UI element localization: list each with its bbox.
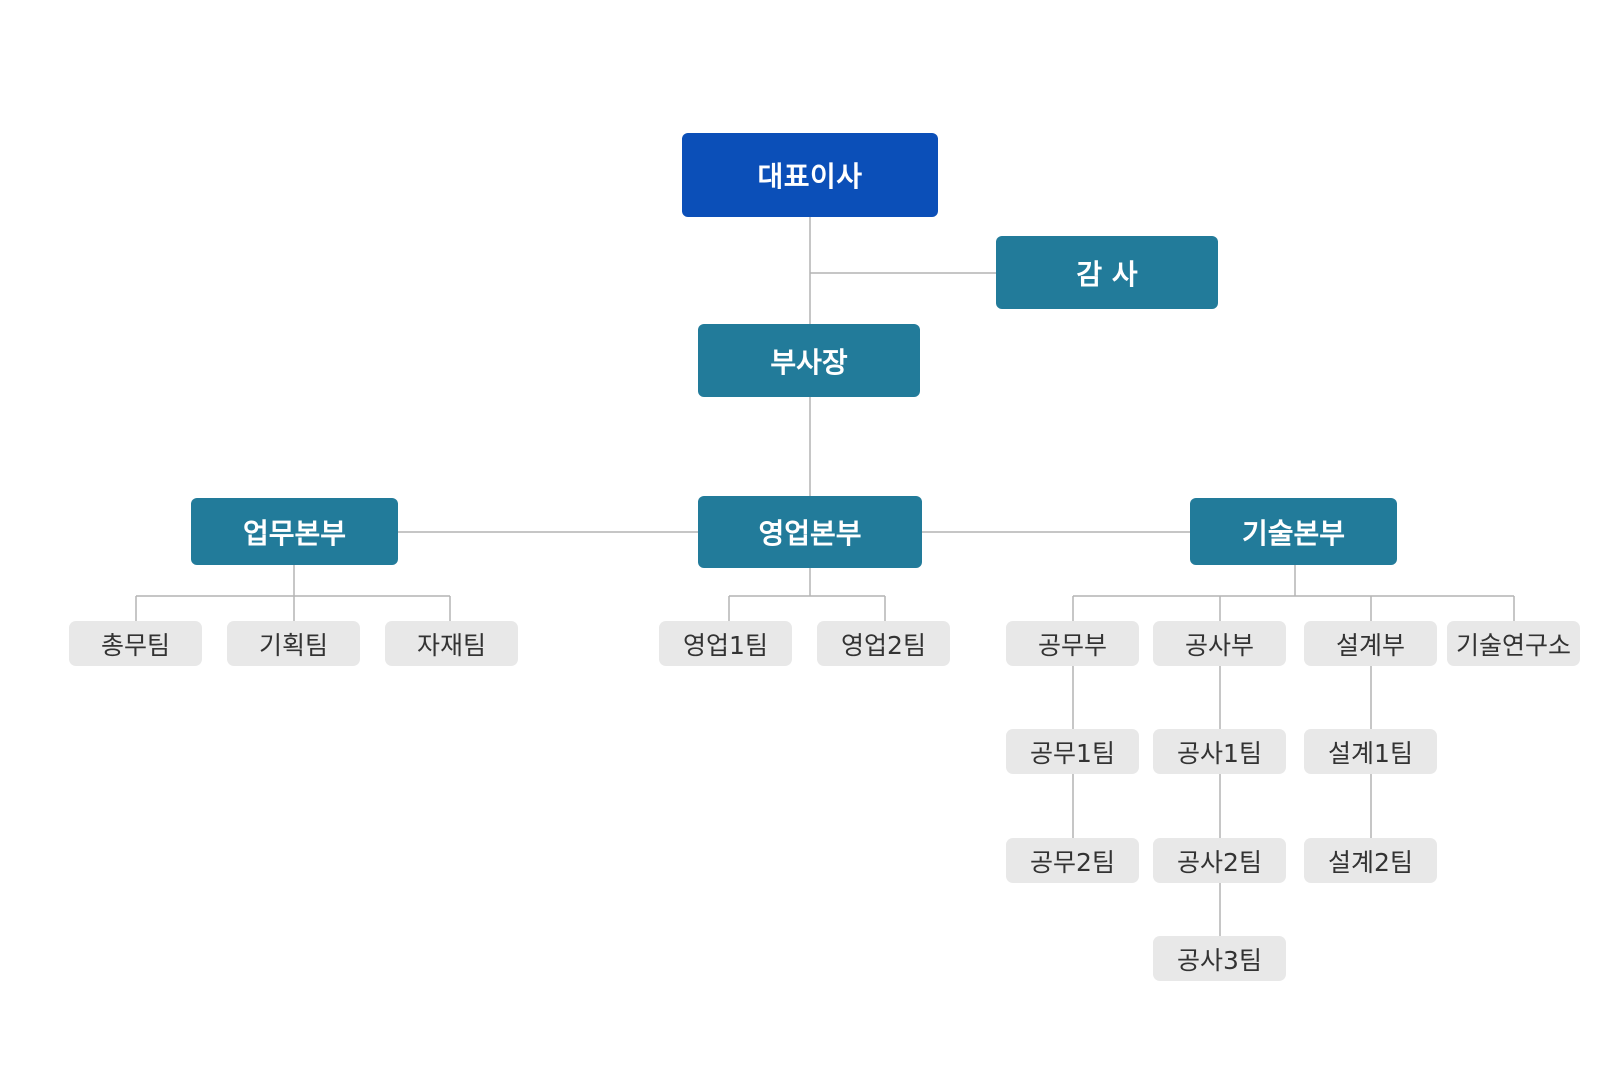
node-team-seolgye-1: 설계1팀 (1304, 729, 1437, 774)
node-team-planning: 기획팀 (227, 621, 360, 666)
node-team-gongsa-2: 공사2팀 (1153, 838, 1286, 883)
node-team-gongsa-3: 공사3팀 (1153, 936, 1286, 981)
node-dept-gongmu: 공무부 (1006, 621, 1139, 666)
node-auditor: 감 사 (996, 236, 1218, 309)
node-vice-president: 부사장 (698, 324, 920, 397)
node-team-general-affairs: 총무팀 (69, 621, 202, 666)
node-division-tech: 기술본부 (1190, 498, 1397, 565)
node-team-gongsa-1: 공사1팀 (1153, 729, 1286, 774)
node-dept-seolgye: 설계부 (1304, 621, 1437, 666)
node-dept-research-lab: 기술연구소 (1447, 621, 1580, 666)
node-team-materials: 자재팀 (385, 621, 518, 666)
node-division-business: 업무본부 (191, 498, 398, 565)
node-division-sales: 영업본부 (698, 496, 922, 568)
node-ceo: 대표이사 (682, 133, 938, 217)
node-team-gongmu-1: 공무1팀 (1006, 729, 1139, 774)
node-team-sales-1: 영업1팀 (659, 621, 792, 666)
node-team-seolgye-2: 설계2팀 (1304, 838, 1437, 883)
node-dept-gongsa: 공사부 (1153, 621, 1286, 666)
node-team-sales-2: 영업2팀 (817, 621, 950, 666)
node-team-gongmu-2: 공무2팀 (1006, 838, 1139, 883)
